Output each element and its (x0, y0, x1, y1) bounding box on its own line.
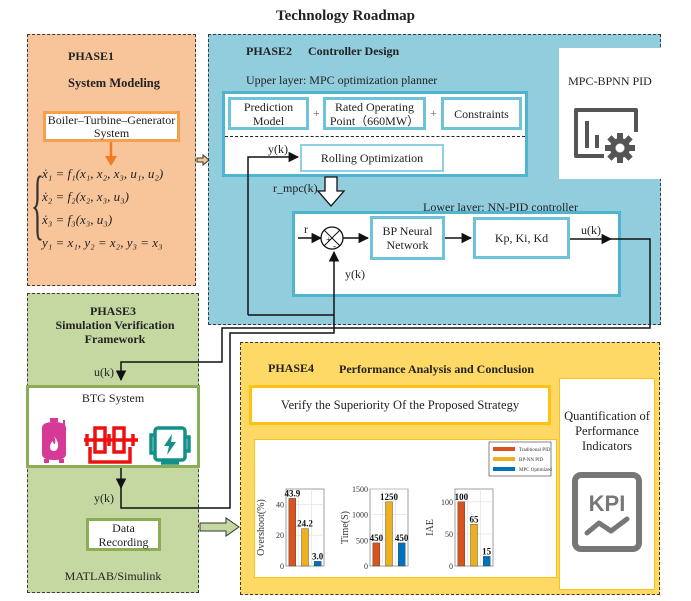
uk-output-label: u(k) (581, 223, 601, 237)
bar-chart-2: 0 500 1000 1500 450 1250 450 Time(S) (340, 485, 409, 571)
r-input-label: r (304, 222, 308, 236)
equations-brace: { (31, 160, 45, 247)
bar-value-label: 65 (470, 514, 480, 524)
bar-value-label: 15 (482, 546, 492, 556)
legend-entry: BP-NN PID (519, 458, 544, 463)
y-tick-label: 1000 (352, 511, 368, 520)
bar-mpc-optimized (397, 542, 406, 567)
bar-mpc-optimized (313, 561, 322, 567)
y-tick-label: 0 (280, 562, 284, 571)
constraints-box: Constraints (441, 97, 522, 130)
prediction-model-box: Prediction Model (228, 97, 309, 130)
data-recording-label: Data Recording (98, 520, 149, 549)
legend-entry: MPC Optimized (519, 468, 552, 473)
kpi-icon-text: KPI (589, 491, 626, 516)
bar-bp-nn-pid (385, 501, 393, 567)
y-tick-label: 50 (445, 530, 453, 539)
rolling-optimization-label: Rolling Optimization (320, 151, 424, 165)
y-tick-label: 100 (441, 498, 453, 507)
bar-value-label: 43.9 (284, 488, 300, 498)
phase1-label: PHASE1 (68, 49, 115, 63)
bar-bp-nn-pid (470, 524, 478, 567)
bar-value-label: 1250 (380, 492, 399, 502)
equation-3: ẋ₃ = f₃(x₃, u₃) (42, 212, 113, 227)
dashboard-gear-icon (574, 108, 638, 163)
upper-layer-label: Upper layer: MPC optimization planner (246, 73, 438, 87)
legend-swatch (493, 447, 515, 451)
rolling-optimization-box: Rolling Optimization (300, 144, 444, 172)
y-axis-label: Overshoot(%) (256, 499, 267, 556)
y-tick-label: 0 (449, 562, 453, 571)
phase2-heading: Controller Design (308, 44, 400, 58)
bar-traditional-pid (457, 501, 466, 567)
prediction-model-label: Prediction Model (243, 99, 294, 128)
system-box-label: Boiler–Turbine–Generator System (47, 112, 176, 140)
phase1-heading: System Modeling (68, 76, 161, 90)
chart-legend: Traditional PID BP-NN PID MPC Optimized (488, 441, 552, 477)
bar-traditional-pid (288, 498, 297, 567)
equation-1: ẋ₁ = f₁(x₁, x₂, x₃, u₁, u₂) (42, 166, 164, 181)
matlab-simulink-label: MATLAB/Simulink (64, 569, 162, 583)
bar-value-label: 3.0 (312, 551, 324, 561)
y-axis-label: Time(S) (340, 511, 351, 544)
yk-upper-label: y(k) (268, 142, 288, 156)
bar-value-label: 24.2 (297, 519, 313, 529)
rated-operating-point-label: Rated Operating Point（660MW） (329, 99, 420, 128)
kpi-card-title: Quantification of Performance Indicators (564, 409, 650, 453)
verify-superiority-label: Verify the Superiority Of the Proposed S… (280, 398, 520, 412)
bar-mpc-optimized (482, 556, 491, 567)
y-axis-label: IAE (425, 519, 436, 536)
plus-sign-1: + (313, 106, 320, 120)
bar-bp-nn-pid (301, 528, 309, 567)
boiler-turbine-generator-box: Boiler–Turbine–Generator System (43, 111, 180, 142)
bar-value-label: 450 (370, 533, 384, 543)
kpi-icon: KPI (572, 472, 642, 552)
mpc-bpnn-pid-title: MPC-BPNN PID (568, 74, 652, 88)
bar-value-label: 100 (455, 492, 469, 502)
y-tick-label: 20 (276, 531, 284, 540)
upper-layer-divider (225, 136, 525, 137)
plus-sign-2: + (430, 106, 437, 120)
yk-output-label: y(k) (94, 491, 114, 505)
y-tick-label: 1500 (352, 485, 368, 494)
uk-input-label: u(k) (94, 365, 114, 379)
diagram-title: Technology Roadmap (275, 8, 416, 24)
equation-2: ẋ₂ = f₂(x₂, x₃, u₃) (42, 189, 129, 204)
legend-swatch (493, 467, 515, 471)
data-recording-box: Data Recording (86, 518, 161, 551)
rated-operating-point-box: Rated Operating Point（660MW） (323, 97, 426, 130)
bar-value-label: 450 (395, 533, 409, 543)
legend-swatch (493, 457, 515, 461)
phase2-label: PHASE2 (246, 44, 293, 58)
legend-entry: Traditional PID (519, 448, 551, 453)
y-tick-label: 0 (364, 562, 368, 571)
boiler-icon (42, 418, 66, 463)
y-tick-label: 40 (276, 500, 284, 509)
constraints-label: Constraints (454, 106, 509, 121)
lower-layer-label: Lower layer: NN-PID controller (423, 200, 578, 214)
y-tick-label: 500 (356, 536, 368, 545)
bar-traditional-pid (372, 542, 381, 567)
